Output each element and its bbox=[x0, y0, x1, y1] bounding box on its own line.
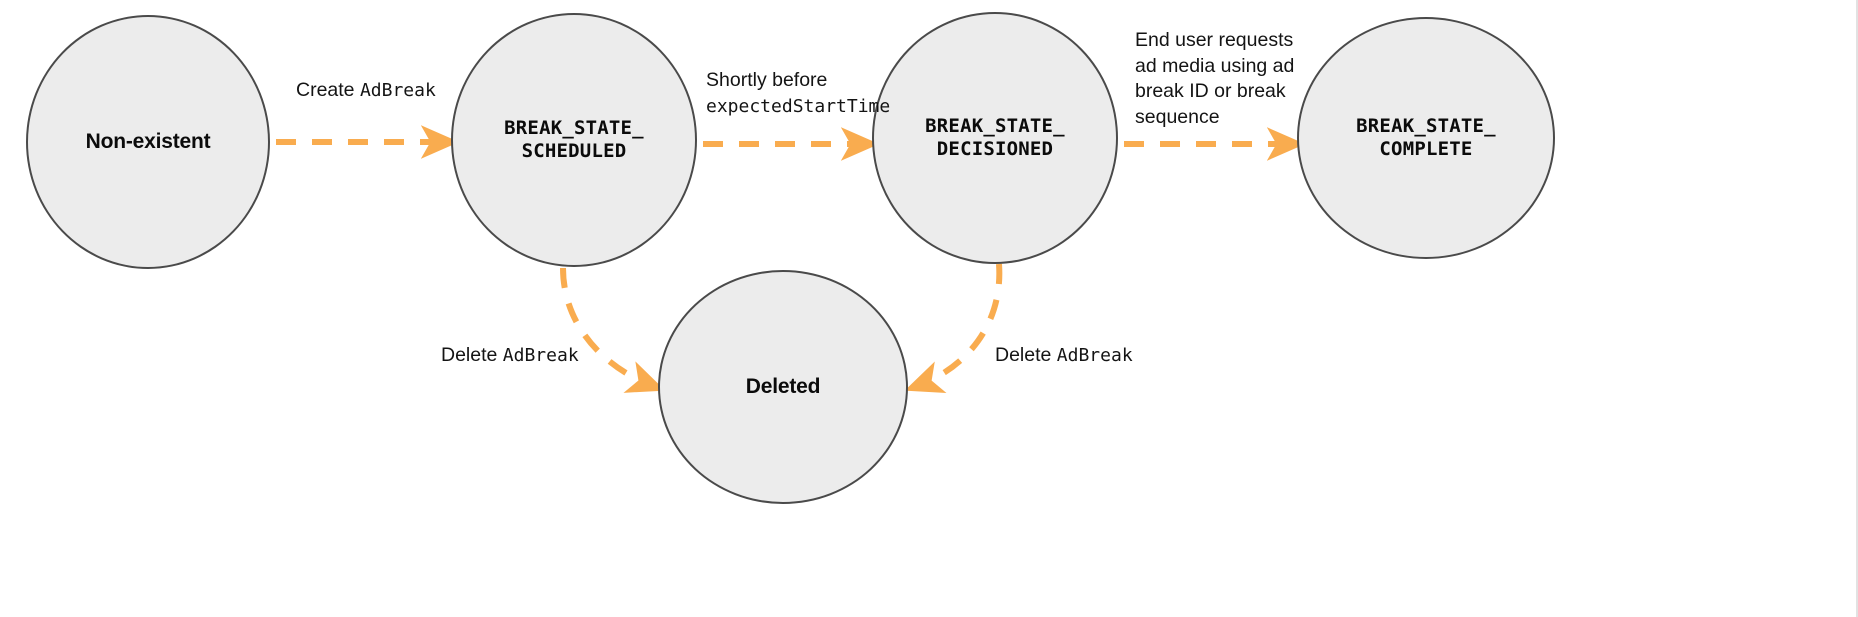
state-node-label-line2: DECISIONED bbox=[936, 138, 1054, 160]
state-node-break-state-complete[interactable]: BREAK_STATE_ COMPLETE bbox=[1297, 17, 1555, 259]
state-node-label-line2: SCHEDULED bbox=[521, 140, 627, 162]
edge-delete-adbreak-decisioned bbox=[904, 263, 1003, 393]
state-node-label: Deleted bbox=[745, 375, 821, 399]
state-node-label-line1: BREAK_STATE_ bbox=[504, 116, 644, 139]
state-node-break-state-decisioned[interactable]: BREAK_STATE_ DECISIONED bbox=[872, 12, 1118, 264]
state-node-non-existent[interactable]: Non-existent bbox=[26, 15, 270, 269]
state-node-label-line1: BREAK_STATE_ bbox=[1356, 114, 1496, 137]
state-node-label-line2: COMPLETE bbox=[1379, 138, 1473, 160]
state-node-deleted[interactable]: Deleted bbox=[658, 270, 908, 504]
state-node-break-state-scheduled[interactable]: BREAK_STATE_ SCHEDULED bbox=[451, 13, 697, 267]
state-node-label-line1: BREAK_STATE_ bbox=[925, 114, 1065, 137]
edge-delete-adbreak-scheduled bbox=[560, 267, 666, 393]
state-node-label-group: BREAK_STATE_ SCHEDULED bbox=[504, 117, 644, 163]
state-node-label-group: BREAK_STATE_ DECISIONED bbox=[925, 115, 1065, 161]
state-node-label-group: BREAK_STATE_ COMPLETE bbox=[1356, 115, 1496, 161]
state-node-label: Non-existent bbox=[85, 130, 211, 154]
